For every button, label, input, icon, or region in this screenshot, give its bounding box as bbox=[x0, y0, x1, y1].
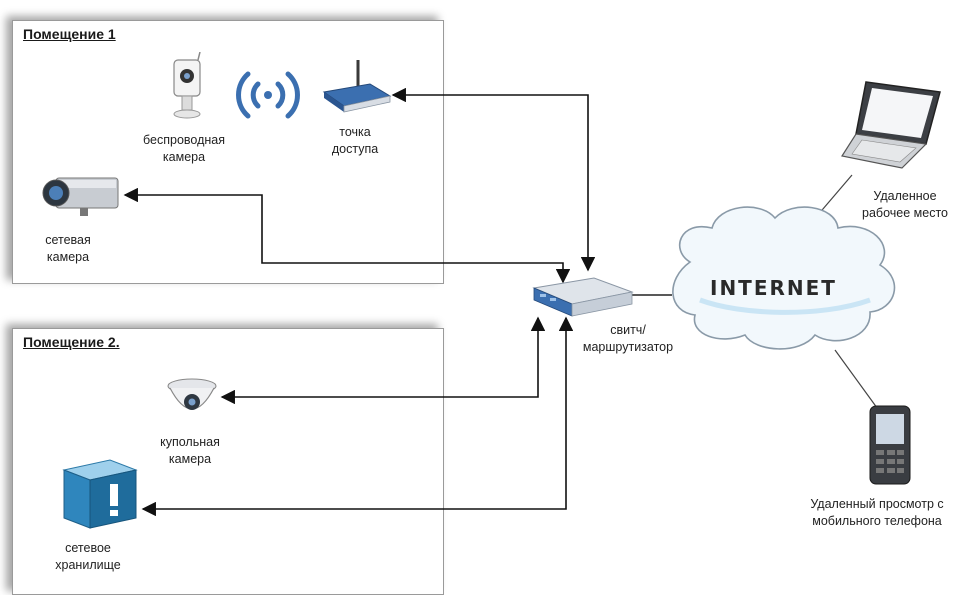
switch-router-label-line1: свитч/ bbox=[610, 323, 646, 337]
network-camera-icon bbox=[40, 172, 124, 220]
laptop-icon bbox=[838, 78, 948, 176]
access-point-label-line2: доступа bbox=[331, 142, 379, 156]
network-storage-label-line1: сетевое bbox=[65, 541, 111, 555]
internet-label: INTERNET bbox=[710, 276, 837, 300]
wireless-camera-label-line2: камера bbox=[162, 150, 206, 164]
internet-cloud bbox=[672, 206, 896, 350]
network-storage-icon bbox=[60, 456, 140, 530]
network-camera-label-line2: камера bbox=[46, 250, 90, 264]
link-storage-switch bbox=[141, 316, 574, 517]
remote-workstation-label-line2: рабочее место bbox=[862, 206, 948, 220]
link-network-camera-switch bbox=[123, 187, 571, 284]
room-2-title: Помещение 2. bbox=[23, 334, 120, 350]
access-point-icon bbox=[320, 58, 392, 116]
mobile-view-label: Удаленный просмотр с мобильного телефона bbox=[788, 496, 966, 530]
switch-router-label: свитч/ маршрутизатор bbox=[568, 322, 688, 356]
dome-camera-label-line1: купольная bbox=[160, 435, 220, 449]
link-access-point-switch bbox=[391, 87, 596, 272]
wireless-signal-icon bbox=[232, 64, 304, 126]
wireless-camera-icon bbox=[168, 51, 208, 124]
remote-workstation-label-line1: Удаленное bbox=[873, 189, 937, 203]
network-camera-label-line1: сетевая bbox=[45, 233, 91, 247]
dome-camera-label: купольная камера bbox=[140, 434, 240, 468]
wireless-camera-label-line1: беспроводная bbox=[143, 133, 225, 147]
switch-router-icon bbox=[530, 276, 634, 320]
mobile-view-label-line1: Удаленный просмотр с bbox=[810, 497, 944, 511]
network-camera-label: сетевая камера bbox=[28, 232, 108, 266]
network-storage-label: сетевое хранилище bbox=[38, 540, 138, 574]
remote-workstation-label: Удаленное рабочее место bbox=[845, 188, 965, 222]
access-point-label-line1: точка bbox=[339, 125, 371, 139]
access-point-label: точка доступа bbox=[310, 124, 400, 158]
mobile-view-label-line2: мобильного телефона bbox=[812, 514, 942, 528]
mobile-phone-icon bbox=[866, 404, 916, 486]
dome-camera-label-line2: камера bbox=[168, 452, 212, 466]
switch-router-label-line2: маршрутизатор bbox=[582, 340, 674, 354]
wireless-camera-label: беспроводная камера bbox=[124, 132, 244, 166]
link-dome-camera-switch bbox=[220, 316, 546, 405]
link-internet-phone bbox=[834, 349, 881, 413]
dome-camera-icon bbox=[164, 376, 220, 424]
network-storage-label-line2: хранилище bbox=[55, 558, 121, 572]
room-1-title: Помещение 1 bbox=[23, 26, 116, 42]
